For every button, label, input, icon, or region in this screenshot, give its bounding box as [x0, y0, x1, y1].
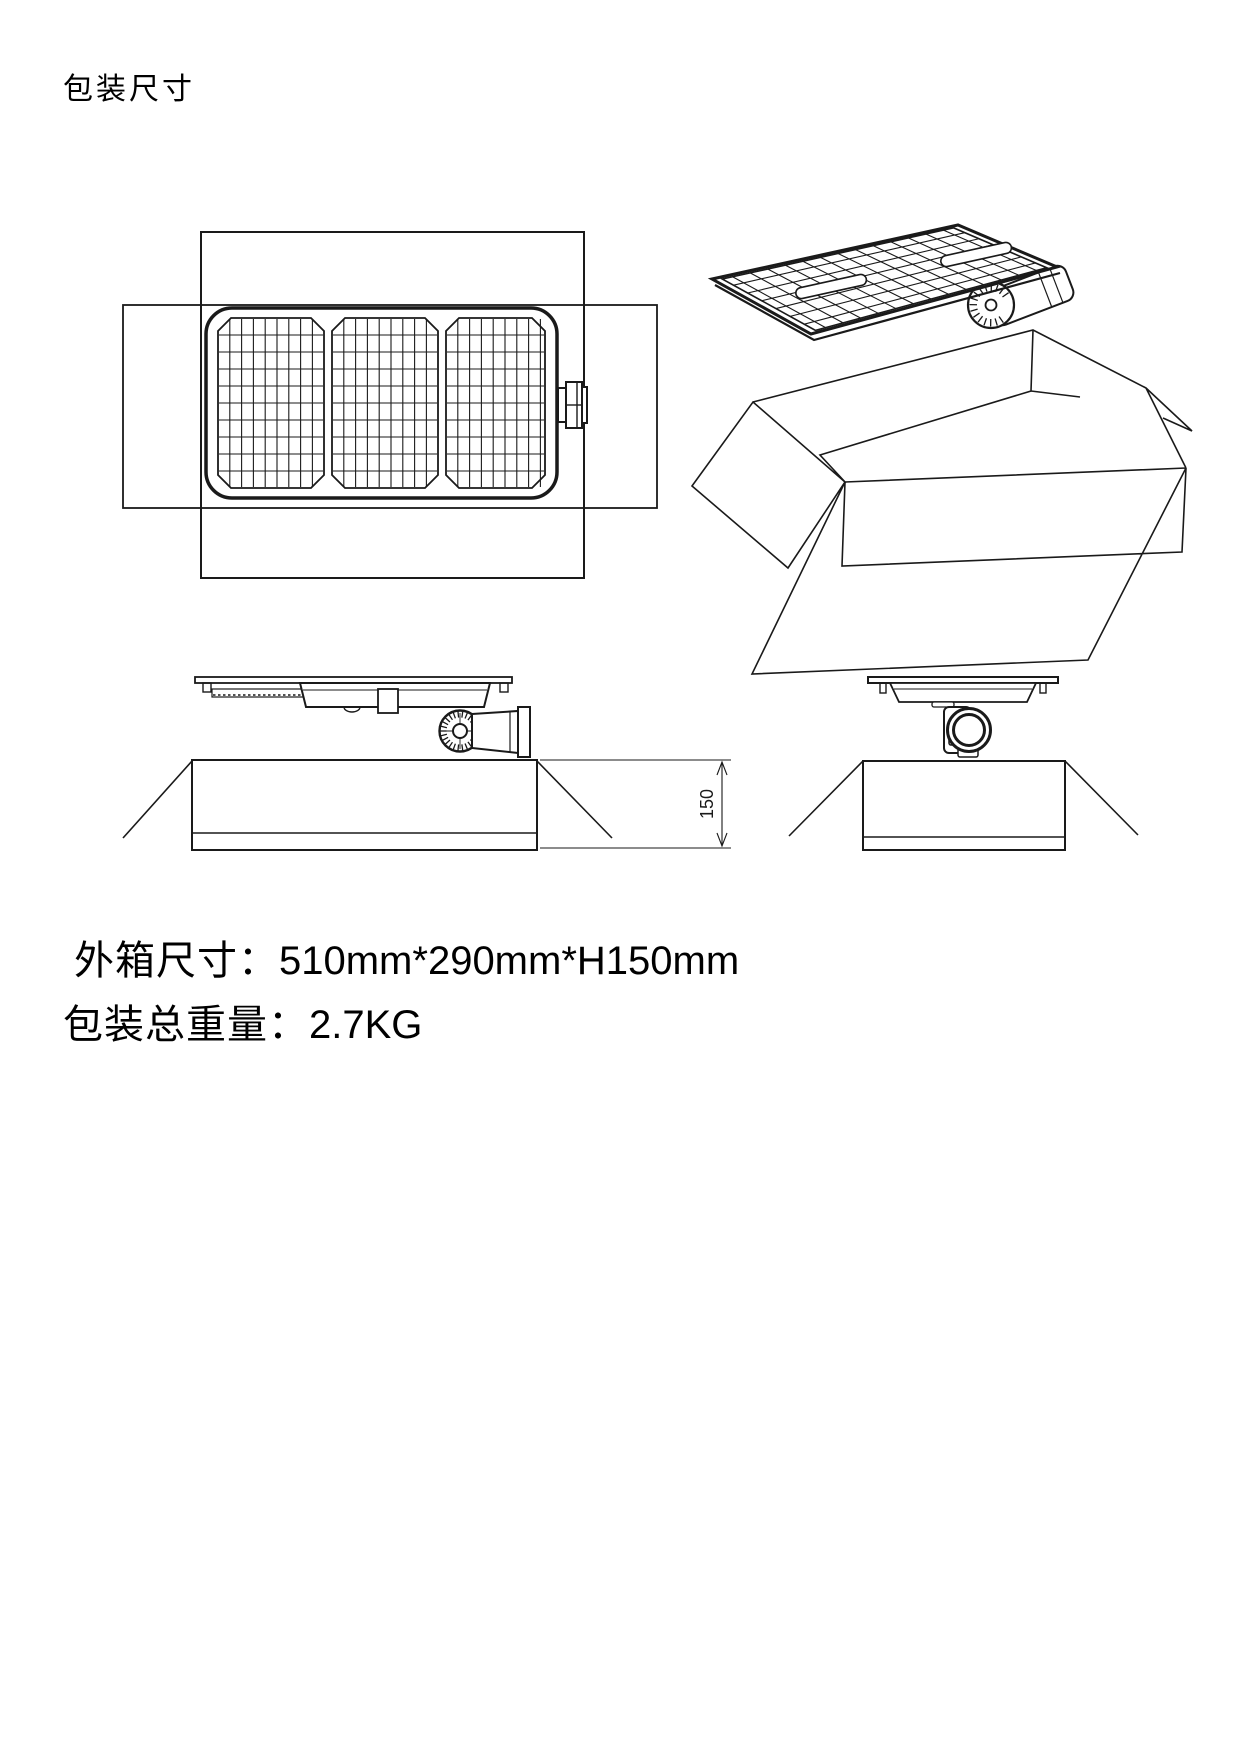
grid-line — [457, 711, 460, 718]
panel-thickness-edge — [714, 271, 1061, 342]
grid-line — [872, 245, 967, 291]
carton-end-view — [862, 760, 1066, 851]
weight-label: 包装总重量： — [63, 1003, 309, 1047]
lamp-ring-inner — [952, 713, 986, 747]
panel-mounting-slot — [795, 273, 868, 300]
panel-end-bracket — [202, 682, 212, 693]
panel-mounting-slot — [940, 241, 1013, 268]
grid-line — [457, 744, 460, 751]
panel-end-bracket — [499, 682, 509, 693]
grid-line — [448, 741, 453, 748]
grid-line — [452, 711, 456, 719]
grid-line — [998, 316, 1004, 323]
grid-line — [461, 744, 464, 751]
flatpack-top-view — [122, 231, 658, 579]
carton-flap-right — [1064, 760, 1139, 836]
grid-line — [970, 297, 978, 302]
grid-line — [442, 721, 449, 726]
cell-section-outline — [445, 317, 546, 489]
lamp-cylinder-side — [471, 709, 519, 755]
outer-box-label: 外箱尺寸： — [74, 939, 279, 983]
arrowhead-down — [716, 832, 728, 848]
package-weight-line: 包装总重量：2.7KG — [63, 992, 739, 1050]
weight-value: 2.7KG — [309, 1003, 423, 1047]
solar-panel-grid — [217, 317, 546, 489]
cell-section-outline — [720, 227, 1050, 332]
grid-line — [464, 743, 469, 750]
cell-section-outline — [217, 317, 325, 489]
page-title: 包装尺寸 — [63, 73, 195, 106]
hinge-bracket — [377, 688, 399, 714]
outer-box-dimensions-line: 外箱尺寸：510mm*290mm*H150mm — [63, 928, 739, 986]
grid-line — [837, 252, 932, 300]
carton-flap-right — [536, 760, 613, 839]
grid-line — [970, 308, 978, 312]
grid-line — [749, 272, 844, 324]
panel-under-body — [888, 682, 1038, 703]
spec-block: 外箱尺寸：510mm*290mm*H150mm 包装总重量：2.7KG — [63, 928, 739, 1050]
grid-line — [747, 238, 980, 294]
grid-line — [464, 712, 469, 719]
arrowhead-up — [716, 760, 728, 776]
grid-line — [733, 232, 965, 286]
housing-bump — [343, 706, 361, 713]
carton-side-view — [191, 759, 538, 851]
open-carton-outline — [690, 329, 1193, 675]
connector-cap — [581, 386, 588, 424]
hinge-gear-hub — [984, 298, 998, 312]
grid-line — [444, 739, 451, 745]
under-body-step — [931, 701, 955, 708]
grid-line — [440, 725, 448, 729]
grid-line — [732, 276, 826, 329]
lamp-cylinder-seam — [1049, 267, 1064, 303]
grid-line — [973, 312, 980, 318]
grid-line — [855, 249, 949, 295]
lamp-unit-isometric — [966, 264, 1075, 330]
dimension-height-label: 150 — [697, 789, 717, 819]
grid-line — [444, 717, 451, 723]
grid-line — [983, 318, 988, 326]
grid-line — [994, 318, 998, 326]
lamp-flange — [517, 706, 531, 758]
grid-line — [461, 711, 464, 718]
side-connector — [557, 381, 588, 429]
grid-line — [448, 714, 453, 721]
grid-line — [890, 241, 984, 286]
carton-flap-left — [788, 760, 864, 837]
grid-line — [789, 256, 1022, 317]
grid-line — [1002, 292, 1009, 298]
panel-tab — [879, 682, 887, 694]
panel-tab — [1039, 682, 1047, 694]
front-view-right — [788, 676, 1139, 851]
side-view-left — [122, 676, 613, 851]
outer-box-value: 510mm*290mm*H150mm — [279, 939, 740, 983]
grid-line — [442, 736, 449, 741]
grid-line — [977, 315, 984, 323]
grid-line — [804, 262, 1036, 325]
cell-section-outline — [331, 317, 439, 489]
packaging-technical-drawing: 150 — [122, 223, 1193, 851]
connector-neck — [557, 387, 567, 423]
carton-blank-horizontal — [122, 304, 658, 509]
carton-flap-left — [122, 760, 193, 839]
grid-line — [452, 743, 456, 751]
gear-hub-side — [452, 723, 468, 739]
height-dimension: 150 — [540, 759, 731, 849]
grid-line — [440, 733, 448, 737]
isometric-packing-view — [690, 223, 1193, 675]
